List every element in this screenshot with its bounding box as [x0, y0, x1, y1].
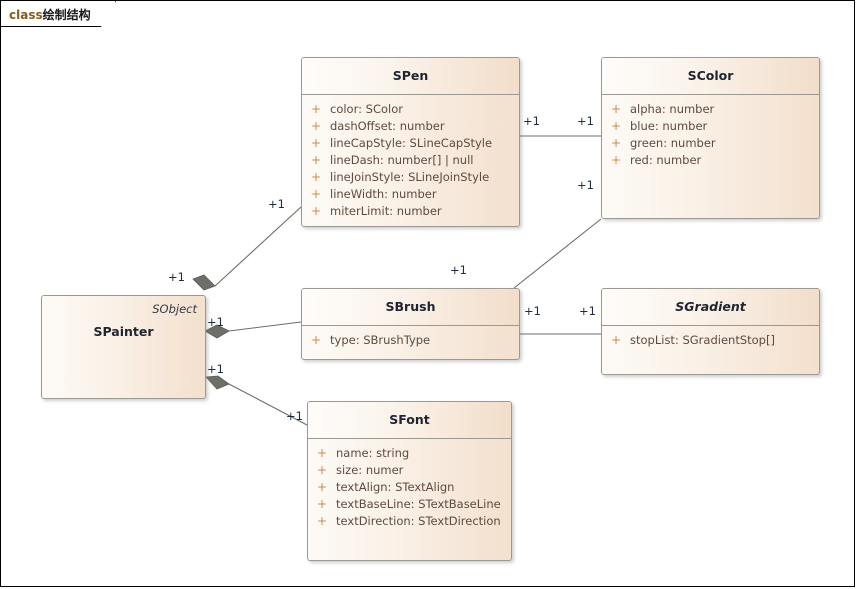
attribute-row: + lineWidth: number — [302, 186, 519, 203]
multiplicity-spen-left: +1 — [268, 197, 285, 211]
connector-sbrush-scolor — [513, 218, 602, 289]
visibility-marker: + — [310, 102, 322, 116]
class-title-spen: SPen — [302, 58, 519, 95]
attribute-row: + textBaseLine: STextBaseLine — [308, 496, 511, 513]
attribute-row: + stopList: SGradientStop[] — [602, 332, 819, 349]
class-box-sfont[interactable]: SFont + name: string + size: numer + tex… — [307, 401, 512, 561]
multiplicity-sgradient-left: +1 — [579, 304, 596, 318]
diagram-title-cjk: 绘制结构 — [42, 8, 91, 22]
visibility-marker: + — [316, 480, 328, 494]
multiplicity-scolor-left: +1 — [577, 114, 594, 128]
visibility-marker: + — [610, 333, 622, 347]
attribute-text: textDirection: STextDirection — [336, 514, 501, 528]
multiplicity-scolor-bottomleft: +1 — [577, 178, 594, 192]
class-attributes-spen: + color: SColor + dashOffset: number + l… — [302, 95, 519, 226]
attribute-text: blue: number — [630, 119, 708, 133]
attribute-row: + name: string — [308, 445, 511, 462]
visibility-marker: + — [310, 170, 322, 184]
visibility-marker: + — [310, 333, 322, 347]
attribute-text: name: string — [336, 446, 410, 460]
class-title-sbrush: SBrush — [302, 289, 519, 326]
multiplicity-sfont-left: +1 — [286, 409, 303, 423]
visibility-marker: + — [610, 119, 622, 133]
attribute-text: miterLimit: number — [330, 204, 442, 218]
diagram-title-label: class绘制结构 — [9, 6, 91, 23]
attribute-row: + lineCapStyle: SLineCapStyle — [302, 135, 519, 152]
multiplicity-spen-right: +1 — [523, 114, 540, 128]
visibility-marker: + — [316, 446, 328, 460]
visibility-marker: + — [310, 153, 322, 167]
multiplicity-spainter-top: +1 — [168, 270, 185, 284]
diagram-title-latin: class — [9, 8, 43, 22]
visibility-marker: + — [316, 497, 328, 511]
attribute-row: + lineJoinStyle: SLineJoinStyle — [302, 169, 519, 186]
class-attributes-sfont: + name: string + size: numer + textAlign… — [308, 439, 511, 538]
attribute-text: size: numer — [336, 463, 404, 477]
attribute-text: green: number — [630, 136, 716, 150]
attribute-text: stopList: SGradientStop[] — [630, 333, 775, 347]
attribute-text: textAlign: STextAlign — [336, 480, 455, 494]
class-box-scolor[interactable]: SColor + alpha: number + blue: number + … — [601, 57, 820, 219]
attribute-text: lineDash: number[] | null — [330, 153, 474, 167]
multiplicity-spainter-bottom: +1 — [207, 362, 224, 376]
attribute-row: + lineDash: number[] | null — [302, 152, 519, 169]
attribute-row: + alpha: number — [602, 101, 819, 118]
class-attributes-sgradient: + stopList: SGradientStop[] — [602, 326, 819, 357]
attribute-text: alpha: number — [630, 102, 715, 116]
class-attributes-sbrush: + type: SBrushType — [302, 326, 519, 357]
visibility-marker: + — [610, 153, 622, 167]
attribute-text: lineCapStyle: SLineCapStyle — [330, 136, 493, 150]
attribute-row: + color: SColor — [302, 101, 519, 118]
visibility-marker: + — [610, 136, 622, 150]
diagram-title-tab[interactable]: class绘制结构 — [1, 1, 116, 27]
diagram-title-tab-inner: class绘制结构 — [1, 1, 116, 27]
attribute-row: + textDirection: STextDirection — [308, 513, 511, 530]
attribute-text: textBaseLine: STextBaseLine — [336, 497, 501, 511]
class-box-spainter[interactable]: SObject SPainter — [41, 295, 206, 399]
connector-spainter-spen — [192, 206, 302, 291]
attribute-text: type: SBrushType — [330, 333, 431, 347]
class-title-scolor: SColor — [602, 58, 819, 95]
visibility-marker: + — [310, 119, 322, 133]
visibility-marker: + — [310, 187, 322, 201]
attribute-row: + red: number — [602, 152, 819, 169]
attribute-text: red: number — [630, 153, 702, 167]
visibility-marker: + — [610, 102, 622, 116]
attribute-text: lineWidth: number — [330, 187, 437, 201]
class-box-spen[interactable]: SPen + color: SColor + dashOffset: numbe… — [301, 57, 520, 227]
class-box-sgradient[interactable]: SGradient + stopList: SGradientStop[] — [601, 288, 820, 375]
class-title-sfont: SFont — [308, 402, 511, 439]
class-title-sgradient: SGradient — [602, 289, 819, 326]
multiplicity-spainter-mid: +1 — [207, 315, 224, 329]
attribute-row: + blue: number — [602, 118, 819, 135]
class-title-spainter: SPainter — [93, 324, 154, 339]
multiplicity-sbrush-right: +1 — [524, 304, 541, 318]
attribute-text: lineJoinStyle: SLineJoinStyle — [330, 170, 490, 184]
attribute-text: dashOffset: number — [330, 119, 445, 133]
class-attributes-scolor: + alpha: number + blue: number + green: … — [602, 95, 819, 177]
visibility-marker: + — [316, 463, 328, 477]
class-box-sbrush[interactable]: SBrush + type: SBrushType — [301, 288, 520, 360]
attribute-row: + dashOffset: number — [302, 118, 519, 135]
attribute-text: color: SColor — [330, 102, 403, 116]
multiplicity-sbrush-topright: +1 — [450, 263, 467, 277]
attribute-row: + size: numer — [308, 462, 511, 479]
attribute-row: + textAlign: STextAlign — [308, 479, 511, 496]
attribute-row: + type: SBrushType — [302, 332, 519, 349]
class-stereotype-spainter: SObject — [152, 302, 197, 316]
attribute-row: + green: number — [602, 135, 819, 152]
visibility-marker: + — [316, 514, 328, 528]
attribute-row: + miterLimit: number — [302, 203, 519, 220]
visibility-marker: + — [310, 204, 322, 218]
visibility-marker: + — [310, 136, 322, 150]
